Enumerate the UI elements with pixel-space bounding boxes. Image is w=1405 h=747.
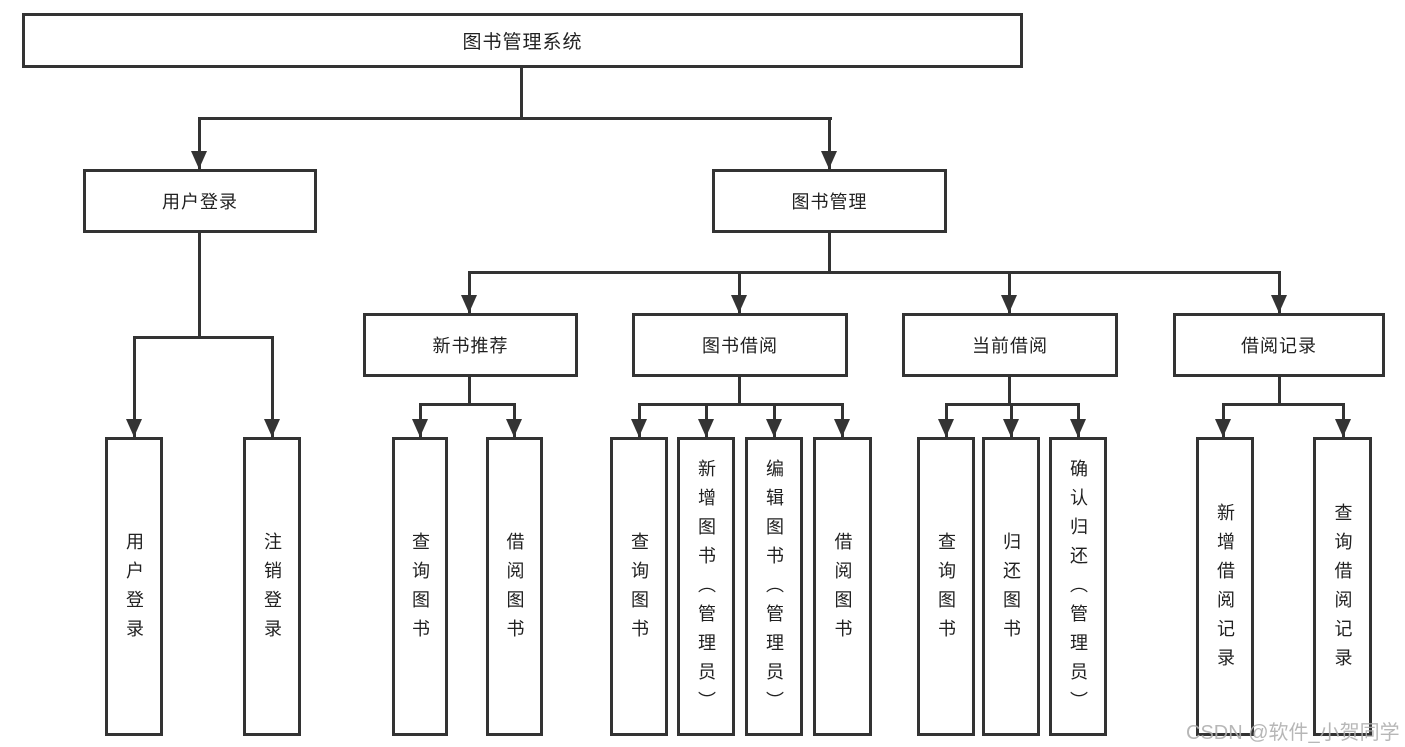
- connector-line: [520, 68, 523, 120]
- node-user-login: 用户登录: [83, 169, 317, 233]
- arrow-down-icon: [834, 419, 850, 437]
- arrow-down-icon: [1003, 419, 1019, 437]
- node-borrow-records: 借阅记录: [1173, 313, 1385, 377]
- connector-line: [1008, 377, 1011, 405]
- leaf-add-borrow-record: 新增借阅记录: [1196, 437, 1254, 736]
- node-book-borrow: 图书借阅: [632, 313, 848, 377]
- connector-line: [738, 271, 741, 313]
- connector-line: [419, 403, 515, 406]
- connector-line: [198, 233, 201, 337]
- arrow-down-icon: [461, 295, 477, 313]
- leaf-borrow-books-recommend: 借阅图书: [486, 437, 543, 736]
- connector-line: [133, 336, 274, 339]
- arrow-down-icon: [766, 419, 782, 437]
- arrow-down-icon: [264, 419, 280, 437]
- arrow-down-icon: [1271, 295, 1287, 313]
- connector-line: [738, 377, 741, 405]
- leaf-return-books: 归还图书: [982, 437, 1040, 736]
- arrow-down-icon: [731, 295, 747, 313]
- arrow-down-icon: [126, 419, 142, 437]
- connector-line: [198, 117, 201, 169]
- leaf-query-books-borrow: 查询图书: [610, 437, 668, 736]
- leaf-borrow-books: 借阅图书: [813, 437, 872, 736]
- node-root: 图书管理系统: [22, 13, 1023, 68]
- connector-line: [1222, 403, 1344, 406]
- arrow-down-icon: [631, 419, 647, 437]
- leaf-query-books-current: 查询图书: [917, 437, 975, 736]
- connector-line: [1278, 271, 1281, 313]
- connector-line: [638, 403, 843, 406]
- connector-line: [828, 233, 831, 273]
- connector-line: [198, 117, 832, 120]
- arrow-down-icon: [1070, 419, 1086, 437]
- node-new-book-recommend: 新书推荐: [363, 313, 578, 377]
- arrow-down-icon: [506, 419, 522, 437]
- leaf-edit-book-admin: 编辑图书（管理员）: [745, 437, 803, 736]
- arrow-down-icon: [1335, 419, 1351, 437]
- leaf-confirm-return-admin: 确认归还（管理员）: [1049, 437, 1107, 736]
- leaf-add-book-admin: 新增图书（管理员）: [677, 437, 735, 736]
- arrow-down-icon: [1001, 295, 1017, 313]
- leaf-query-books-recommend: 查询图书: [392, 437, 448, 736]
- connector-line: [1278, 377, 1281, 405]
- leaf-logout: 注销登录: [243, 437, 301, 736]
- arrow-down-icon: [412, 419, 428, 437]
- arrow-down-icon: [1215, 419, 1231, 437]
- connector-line: [468, 271, 471, 313]
- connector-line: [133, 336, 136, 437]
- csdn-watermark: CSDN @软件_小贺同学: [1186, 722, 1400, 744]
- node-book-management: 图书管理: [712, 169, 947, 233]
- connector-line: [271, 336, 274, 437]
- leaf-query-borrow-record: 查询借阅记录: [1313, 437, 1372, 736]
- connector-line: [1008, 271, 1011, 313]
- arrow-down-icon: [191, 151, 207, 169]
- connector-line: [828, 117, 831, 169]
- connector-line: [469, 271, 1281, 274]
- arrow-down-icon: [821, 151, 837, 169]
- arrow-down-icon: [698, 419, 714, 437]
- node-current-borrow: 当前借阅: [902, 313, 1118, 377]
- connector-line: [468, 377, 471, 405]
- arrow-down-icon: [938, 419, 954, 437]
- leaf-user-login: 用户登录: [105, 437, 163, 736]
